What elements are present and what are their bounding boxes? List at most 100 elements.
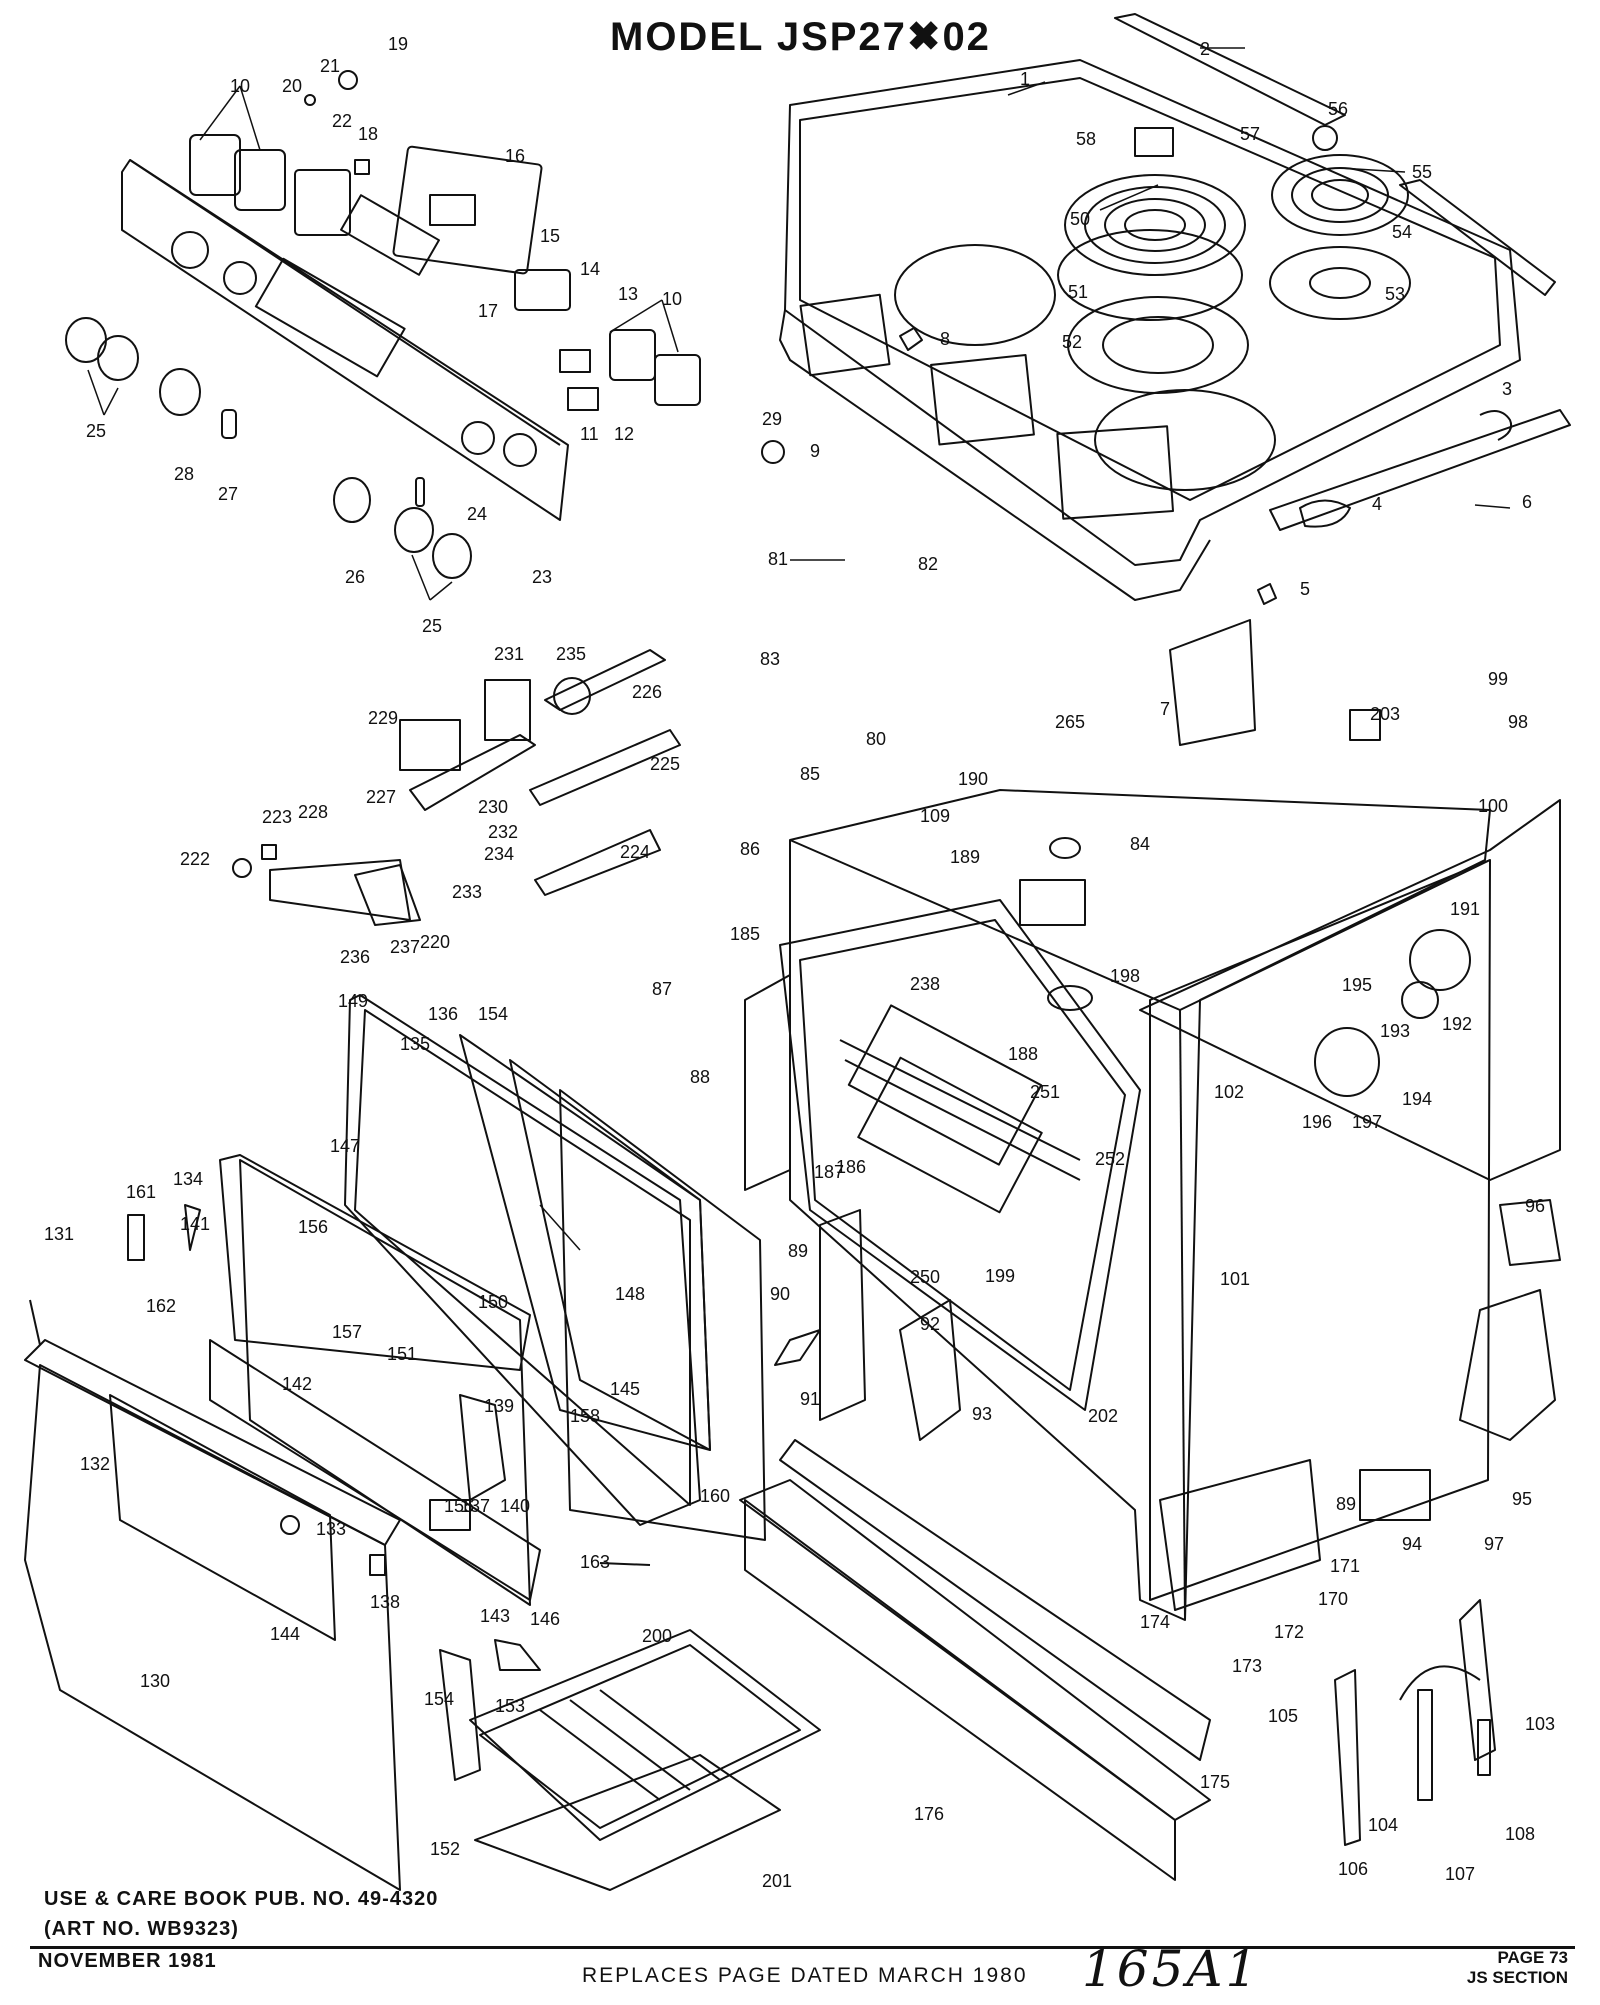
callout: 237 [390,937,420,957]
issue-date: NOVEMBER 1981 [38,1950,217,1972]
callout: 98 [1508,712,1528,732]
callout: 227 [366,787,396,807]
callout: 148 [615,1284,645,1304]
callout: 140 [500,1496,530,1516]
callout: 130 [140,1671,170,1691]
callout: 109 [920,806,950,826]
callout: 231 [494,644,524,664]
callout: 163 [580,1552,610,1572]
callout: 21 [320,56,340,76]
callout: 195 [1342,975,1372,995]
callout: 229 [368,708,398,728]
callout: 142 [282,1374,312,1394]
callout: 187 [814,1162,844,1182]
callout: 25 [422,616,442,636]
replaces-page-note: REPLACES PAGE DATED MARCH 1980 [582,1964,1028,1987]
callout: 97 [1484,1534,1504,1554]
callout: 29 [762,409,782,429]
callout: 203 [1370,704,1400,724]
callout: 226 [632,682,662,702]
callout: 19 [388,34,408,54]
callout: 176 [914,1804,944,1824]
callout: 197 [1352,1112,1382,1132]
callout: 2 [1200,39,1210,59]
callout: 156 [298,1217,328,1237]
oven-door [24,1299,401,1891]
callout: 9 [810,441,820,461]
callout: 138 [370,1592,400,1612]
model-title: MODEL JSP27✖02 [610,15,991,59]
callout: 157 [332,1322,362,1342]
callout: 81 [768,549,788,569]
callout: 101 [1220,1269,1250,1289]
callout: 233 [452,882,482,902]
callout: 7 [1160,699,1170,719]
callout: 104 [1368,1815,1398,1835]
callout: 161 [126,1182,156,1202]
callout: 28 [174,464,194,484]
callout: 136 [428,1004,458,1024]
callout: 8 [940,329,950,349]
broiler-pan [469,1629,821,1891]
storage-drawer [739,1439,1431,1881]
art-number-note: (ART NO. WB9323) [44,1918,239,1940]
callout: 171 [1330,1556,1360,1576]
callout: 154 [424,1689,454,1709]
callout: 80 [866,729,886,749]
callout: 223 [262,807,292,827]
callout: 155 [444,1496,474,1516]
callout: 202 [1088,1406,1118,1426]
callout: 224 [620,842,650,862]
callout: 228 [298,802,328,822]
section-label: JS SECTION [1466,1968,1568,1987]
callout: 170 [1318,1589,1348,1609]
callout: 238 [910,974,940,994]
callout: 135 [400,1034,430,1054]
callout: 234 [484,844,514,864]
callout: 108 [1505,1824,1535,1844]
surface-unit-large [1057,174,1249,394]
callout: 85 [800,764,820,784]
callout: 14 [580,259,600,279]
callout: 252 [1095,1149,1125,1169]
callout: 160 [700,1486,730,1506]
door-inner-panels [209,994,766,1606]
callout: 225 [650,754,680,774]
leader-lines [87,47,1511,1251]
callout: 55 [1412,162,1432,182]
callout: 132 [80,1454,110,1474]
callout: 106 [1338,1859,1368,1879]
callout: 82 [918,554,938,574]
callout: 194 [1402,1089,1432,1109]
callout: 232 [488,822,518,842]
small-hardware-top [761,125,1513,605]
callout: 188 [1008,1044,1038,1064]
callout: 151 [387,1344,417,1364]
callout: 172 [1274,1622,1304,1642]
callout: 107 [1445,1864,1475,1884]
callout: 89 [1336,1494,1356,1514]
callout: 145 [610,1379,640,1399]
callout: 13 [618,284,638,304]
callout: 193 [1380,1021,1410,1041]
callout: 154 [478,1004,508,1024]
callout: 175 [1200,1772,1230,1792]
callout: 137 [460,1496,490,1516]
callout: 16 [505,146,525,166]
callout: 87 [652,979,672,999]
callout: 56 [1328,99,1348,119]
callout: 222 [180,849,210,869]
callout: 1 [1020,69,1030,89]
callout: 251 [1030,1082,1060,1102]
callout: 201 [762,1871,792,1891]
callout: 10 [230,76,250,96]
callout: 153 [495,1696,525,1716]
callout: 53 [1385,284,1405,304]
callout: 3 [1502,379,1512,399]
callout: 58 [1076,129,1096,149]
callout: 15 [540,226,560,246]
callout: 198 [1110,966,1140,986]
callout: 57 [1240,124,1260,144]
callout: 95 [1512,1489,1532,1509]
callout: 196 [1302,1112,1332,1132]
